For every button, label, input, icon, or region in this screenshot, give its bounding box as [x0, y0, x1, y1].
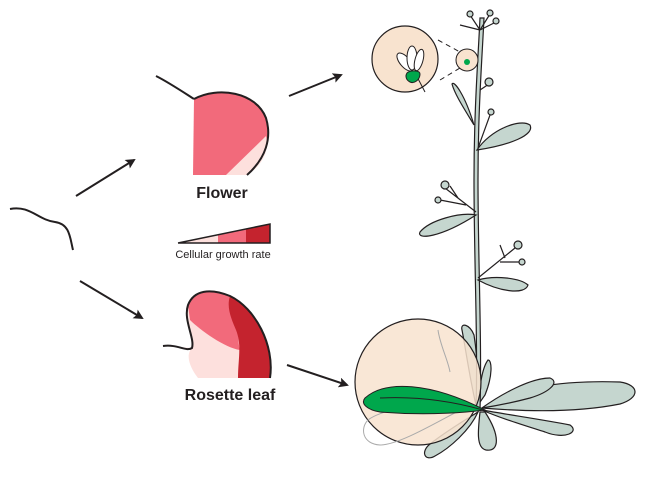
- arrow-to-flower: [75, 158, 136, 197]
- rosette-leaf-shape: [481, 377, 555, 409]
- legend-label: Cellular growth rate: [175, 249, 270, 261]
- arrow-to-leaf: [79, 280, 144, 320]
- flower-label: Flower: [196, 185, 248, 202]
- primordium-curve: [9, 207, 74, 251]
- cauline-leaf: [475, 122, 532, 151]
- bud: [487, 108, 495, 116]
- leaf-growth-map: [162, 290, 272, 379]
- rosette-leaf-shape: [477, 411, 497, 451]
- bud: [513, 240, 523, 250]
- branch: [459, 13, 497, 91]
- cauline-leaf: [451, 82, 475, 126]
- growth-rate-legend: [177, 223, 271, 244]
- rosette-zoom-inset: [354, 318, 487, 446]
- flower-zoom-inset: [371, 25, 479, 93]
- arrow-to-inflorescence: [288, 73, 343, 97]
- bud: [484, 77, 494, 87]
- rosette-leaf-shape: [481, 409, 574, 436]
- branch: [477, 114, 491, 149]
- cauline-leaf: [419, 213, 478, 237]
- bud: [434, 196, 442, 204]
- bud: [440, 180, 450, 190]
- flower-growth-map: [155, 75, 270, 176]
- bud: [466, 10, 474, 18]
- arrow-to-rosette: [286, 364, 349, 388]
- bud: [492, 17, 500, 25]
- bud: [486, 9, 494, 17]
- branch: [439, 185, 477, 213]
- branch: [477, 244, 520, 279]
- rosette-leaf-label: Rosette leaf: [185, 387, 276, 404]
- cauline-leaf: [476, 276, 529, 292]
- bud: [518, 258, 526, 266]
